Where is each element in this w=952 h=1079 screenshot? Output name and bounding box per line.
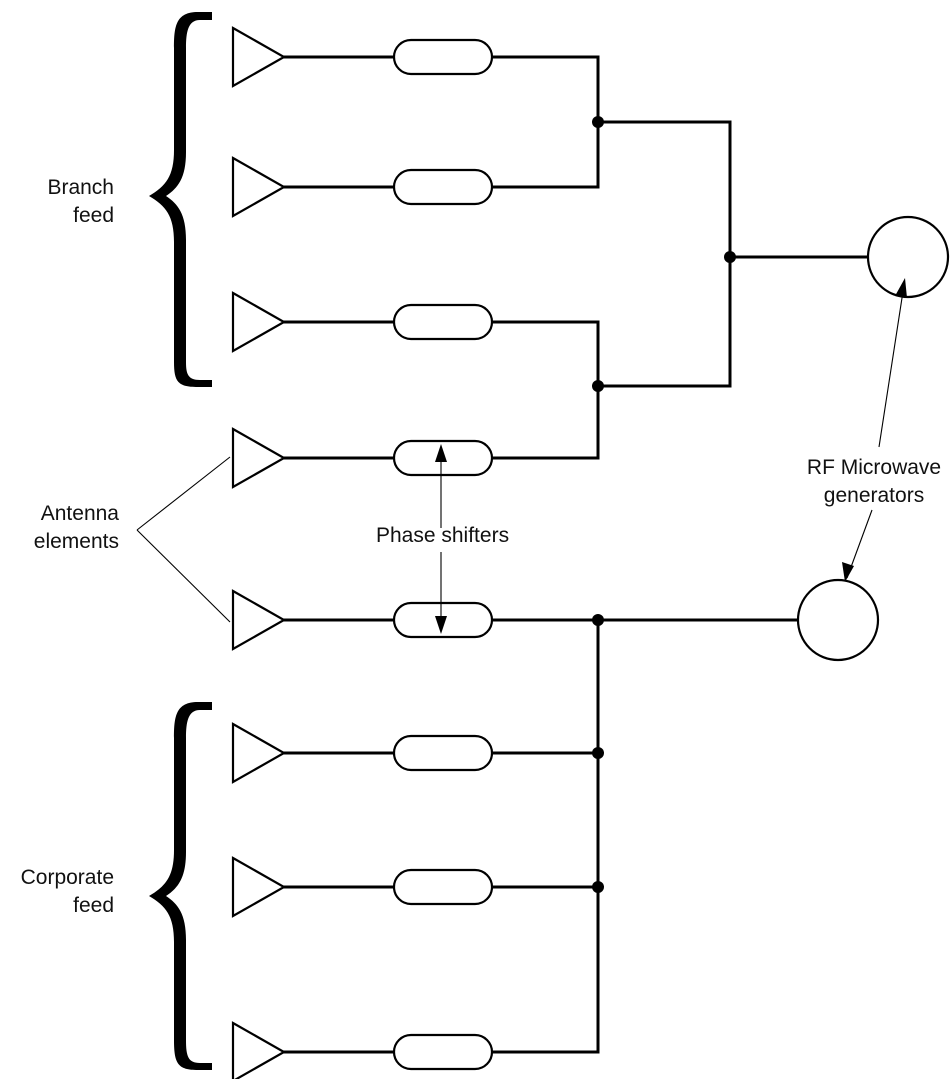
- rf-generators-label-line2: generators: [824, 484, 924, 507]
- labels: Branch feed Antenna elements Phase shift…: [21, 176, 941, 917]
- antenna-row: [231, 427, 494, 489]
- junctions: [592, 116, 736, 893]
- corporate-feed-brace: [149, 702, 212, 1070]
- junction-dot: [592, 614, 604, 626]
- junction-dot: [592, 747, 604, 759]
- pointer-line: [136, 529, 231, 623]
- antenna-element: [231, 291, 287, 353]
- junction-dot: [592, 116, 604, 128]
- junction-dot: [592, 380, 604, 392]
- arrowhead-lower-generator: [842, 562, 854, 582]
- antenna-rows: [231, 26, 494, 1079]
- antenna-elements-label-line1: Antenna: [41, 502, 120, 525]
- antenna-element: [231, 856, 287, 918]
- antenna-element: [231, 26, 287, 88]
- generator-pointers: [846, 284, 905, 579]
- phase-shifter: [392, 1033, 494, 1071]
- antenna-row: [231, 1021, 494, 1079]
- rf-generators-label-line1: RF Microwave: [807, 456, 941, 479]
- antenna-element: [231, 1021, 287, 1079]
- phase-shifter: [392, 734, 494, 772]
- branch-feed-label-line2: feed: [73, 204, 114, 227]
- branch-wire-3: [490, 320, 600, 460]
- phase-shifter: [392, 303, 494, 341]
- phase-shifter: [392, 868, 494, 906]
- arrowhead-up: [435, 444, 447, 462]
- phase-shifter: [392, 38, 494, 76]
- branch-wire-1: [490, 55, 600, 189]
- antenna-element: [231, 156, 287, 218]
- phase-shifter: [392, 168, 494, 206]
- junction-dot: [592, 881, 604, 893]
- pointer-line: [136, 456, 231, 531]
- antenna-row: [231, 722, 494, 784]
- antenna-elements-label-line2: elements: [34, 530, 119, 553]
- antenna-row: [231, 291, 494, 353]
- rf-generator-lower: [796, 578, 880, 662]
- antenna-row: [231, 156, 494, 218]
- rf-generator-upper: [866, 215, 950, 299]
- antenna-pointer-lines: [136, 456, 231, 623]
- pointer-line: [878, 284, 905, 448]
- feed-wiring: [490, 55, 868, 1054]
- phase-shifters-label: Phase shifters: [376, 524, 509, 547]
- arrowhead-down: [435, 616, 447, 634]
- antenna-row: [231, 26, 494, 88]
- branch-wire-2: [596, 120, 732, 388]
- antenna-row: [231, 856, 494, 918]
- junction-dot: [724, 251, 736, 263]
- corporate-feed-label-line2: feed: [73, 894, 114, 917]
- branch-feed-label-line1: Branch: [47, 176, 114, 199]
- antenna-element: [231, 427, 287, 489]
- antenna-element: [231, 589, 287, 651]
- corporate-feed-label-line1: Corporate: [21, 866, 114, 889]
- antenna-row: [231, 589, 494, 651]
- arrowhead-upper-generator: [895, 278, 907, 298]
- antenna-element: [231, 722, 287, 784]
- branch-feed-brace: [149, 12, 212, 387]
